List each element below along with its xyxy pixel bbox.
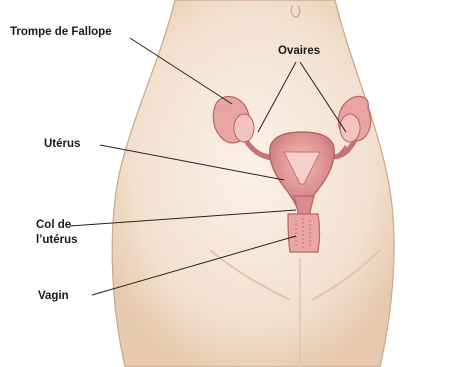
label-vagin: Vagin xyxy=(38,289,69,303)
label-col-line2: l’utérus xyxy=(36,233,78,247)
label-uterus: Utérus xyxy=(44,137,80,151)
left-ovary xyxy=(234,114,254,142)
label-ovaires: Ovaires xyxy=(278,44,320,58)
label-col-line1: Col de xyxy=(36,218,71,232)
body-silhouette xyxy=(112,0,394,367)
label-trompe-de-fallope: Trompe de Fallope xyxy=(10,25,112,39)
vagina xyxy=(288,214,320,252)
